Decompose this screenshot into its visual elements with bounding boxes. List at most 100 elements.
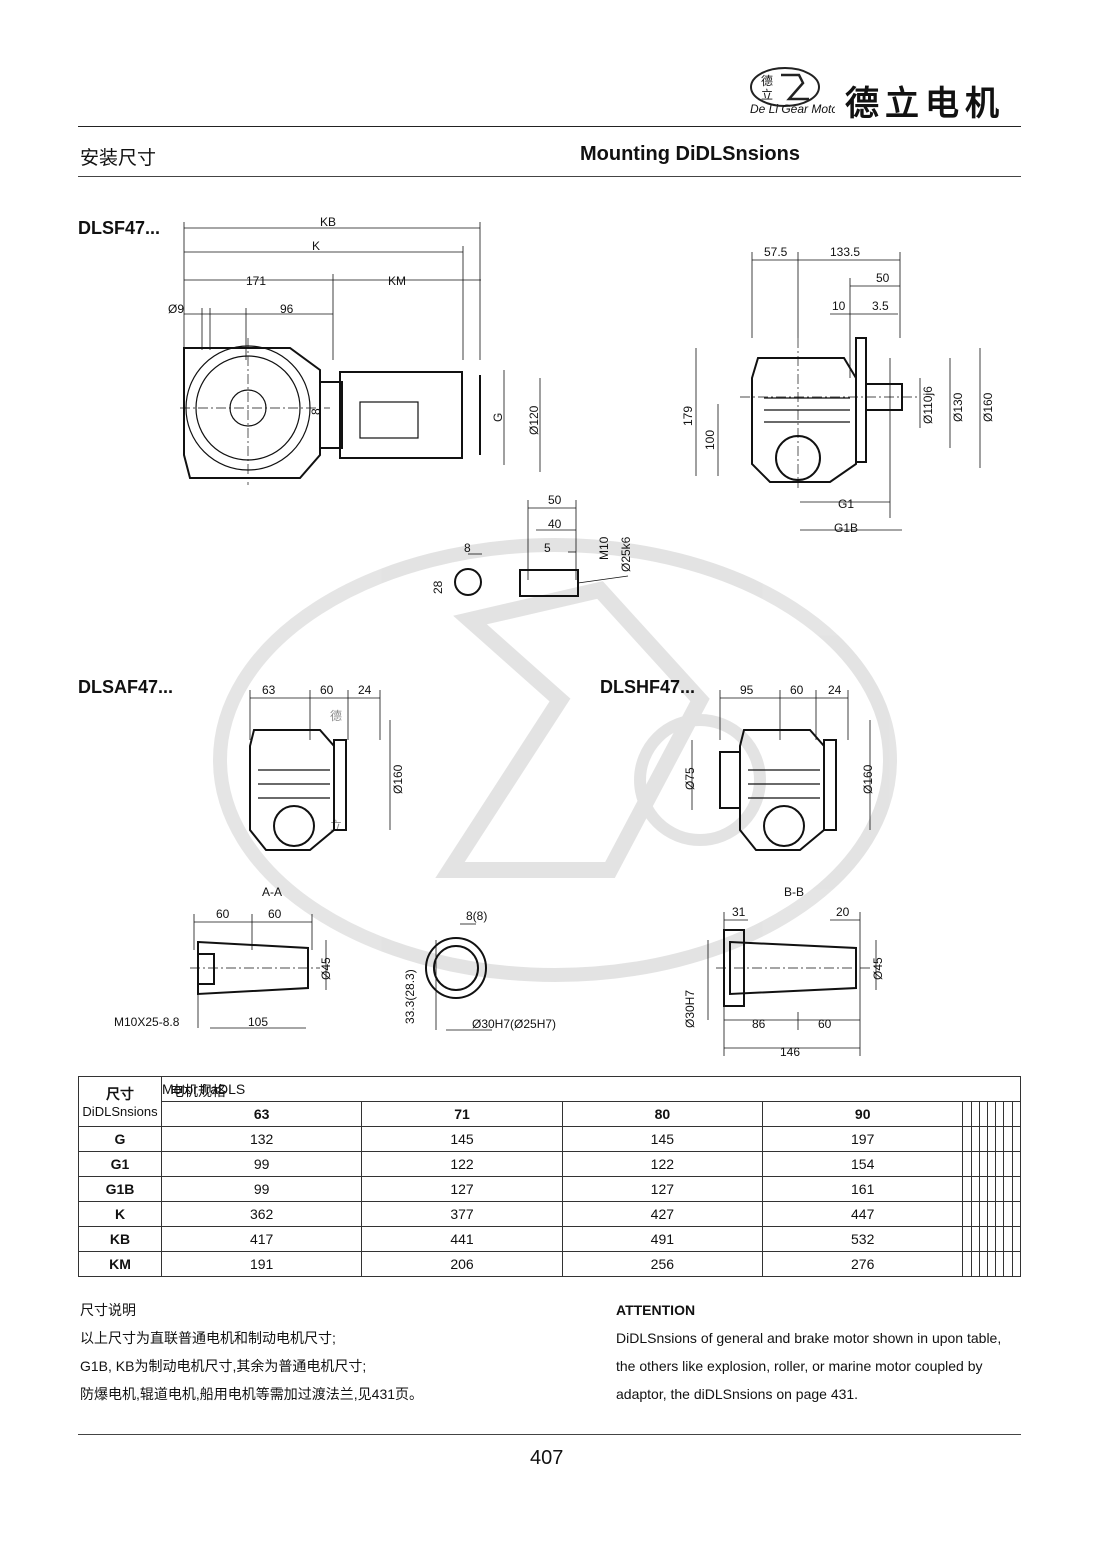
dim-phi75: Ø75	[683, 767, 697, 790]
dim-bb-phi45: Ø45	[871, 957, 885, 980]
dim-kb: KB	[320, 215, 336, 229]
svg-text:立: 立	[761, 87, 773, 102]
dim-bb-146: 146	[780, 1045, 800, 1059]
dim-aa-60a: 60	[216, 907, 230, 921]
dim-g1: G1	[838, 497, 854, 511]
dim-dlsaf-24: 24	[358, 683, 372, 697]
notes-cn-line: G1B, KB为制动电机尺寸,其余为普通电机尺寸;	[80, 1358, 367, 1374]
dim-179: 179	[681, 406, 695, 426]
col-header	[970, 1101, 980, 1127]
drawing-shaft-detail: 8 28 50 40 5 M10 Ø25k6	[431, 493, 633, 597]
section-title-cn: 安装尺寸	[80, 148, 157, 169]
dim-dlshf-24: 24	[828, 683, 842, 697]
col-header	[978, 1101, 989, 1127]
col-header	[1003, 1101, 1013, 1127]
dim-key-8: 8	[464, 541, 471, 555]
dims-dlsf: KB K 171 KM Ø9 96 8 G Ø120	[168, 215, 541, 435]
dim-bb-20: 20	[836, 905, 850, 919]
notes-en-title: ATTENTION	[616, 1302, 696, 1318]
drawing-dlsaf: 63 60 24 Ø160	[249, 683, 405, 851]
header-rule	[78, 126, 1021, 127]
label-section-bb: B-B	[784, 885, 804, 899]
dim-bb-phi30: Ø30H7	[683, 990, 697, 1028]
dim-shaft-50: 50	[548, 493, 562, 507]
dim-aa-105: 105	[248, 1015, 268, 1029]
table-corner: 尺寸 DiDLSnsions	[78, 1076, 162, 1127]
section-rule	[78, 176, 1021, 177]
dim-km: KM	[388, 274, 406, 288]
brand-name: 德立电机	[845, 84, 1005, 124]
dim-171: 171	[246, 274, 266, 288]
table-header-row: 63 71 80 90	[79, 1101, 1022, 1127]
dim-aa-60b: 60	[268, 907, 282, 921]
dim-10: 10	[832, 299, 846, 313]
drawing-dlsf-side: 57.5 133.5 50 10 3.5 179 100 Ø110j6 Ø130…	[681, 245, 995, 535]
svg-text:德: 德	[761, 73, 773, 88]
dim-dlshf-phi160: Ø160	[861, 764, 875, 794]
dim-phi160: Ø160	[981, 392, 995, 422]
col-header	[962, 1101, 972, 1127]
dim-dlsaf-phi160: Ø160	[391, 764, 405, 794]
dim-100: 100	[703, 430, 717, 450]
dim-k: K	[312, 239, 320, 253]
section-title-en: Mounting DiDLSnsions	[580, 143, 800, 165]
dim-aa-phi45: Ø45	[319, 957, 333, 980]
label-section-aa: A-A	[262, 885, 282, 899]
dim-133-5: 133.5	[830, 245, 860, 259]
drawing-dlsf-front: KB K 171 KM Ø9 96 8 G Ø120	[168, 215, 541, 485]
dim-96: 96	[280, 302, 294, 316]
table-frame-header: 电机规格 Motor fraDLS	[161, 1076, 1021, 1102]
drawing-dlshf: 95 60 24 Ø75 Ø160	[683, 683, 875, 851]
model-label-dlshf: DLSHF47...	[600, 677, 696, 697]
notes-cn: 尺寸说明 以上尺寸为直联普通电机和制动电机尺寸; G1B, KB为制动电机尺寸,…	[80, 1296, 423, 1408]
notes-en: ATTENTION DiDLSnsions of general and bra…	[616, 1296, 1001, 1408]
notes-cn-line: 防爆电机,辊道电机,船用电机等需加过渡法兰,见431页。	[80, 1386, 424, 1402]
dimensions-table: 尺寸 DiDLSnsions 电机规格 Motor fraDLS 63 71 8…	[78, 1076, 1022, 1277]
col-header	[1011, 1101, 1022, 1127]
footer-rule	[78, 1434, 1021, 1435]
dim-bb-60: 60	[818, 1017, 832, 1031]
dim-40: 40	[548, 517, 562, 531]
dim-g: G	[491, 413, 505, 422]
dim-57-5: 57.5	[764, 245, 788, 259]
drawing-section-aa: A-A 60 60 Ø45 M10X25-8.8 105	[114, 885, 333, 1029]
dim-8: 8	[309, 408, 323, 415]
dim-63: 63	[262, 683, 276, 697]
dim-phi110: Ø110j6	[921, 386, 935, 424]
dim-phi9: Ø9	[168, 302, 184, 316]
notes-en-line: adaptor, the diDLSnsions on page 431.	[616, 1386, 859, 1402]
dim-28: 28	[431, 580, 445, 594]
svg-text:德: 德	[330, 708, 342, 723]
dim-hollow-33: 33.3(28.3)	[403, 969, 417, 1024]
drawing-hollow-bore: 8(8) 33.3(28.3) Ø30H7(Ø25H7)	[403, 909, 556, 1031]
dim-phi120: Ø120	[527, 405, 541, 435]
col-header: 71	[361, 1101, 563, 1127]
notes-en-line: the others like explosion, roller, or ma…	[616, 1358, 983, 1374]
dim-g1b: G1B	[834, 521, 858, 535]
notes-en-line: DiDLSnsions of general and brake motor s…	[616, 1330, 1002, 1346]
dim-hollow-phi30: Ø30H7(Ø25H7)	[472, 1017, 556, 1031]
col-header: 80	[561, 1101, 764, 1127]
model-label-dlsf: DLSF47...	[78, 218, 161, 238]
dim-hollow-8: 8(8)	[466, 909, 487, 923]
dim-m10: M10	[597, 536, 611, 560]
dim-aa-m10: M10X25-8.8	[114, 1015, 180, 1029]
dim-3-5: 3.5	[872, 299, 889, 313]
dim-phi25: Ø25k6	[619, 536, 633, 572]
dim-dlsaf-60: 60	[320, 683, 334, 697]
col-header	[995, 1101, 1005, 1127]
svg-text:De Li Gear Motor: De Li Gear Motor	[750, 102, 835, 115]
drawing-section-bb: B-B 31 20 Ø45 Ø30H7 86 60 146	[683, 885, 885, 1059]
col-header: 90	[762, 1101, 964, 1127]
model-label-dlsaf: DLSAF47...	[78, 677, 174, 697]
dim-bb-86: 86	[752, 1017, 766, 1031]
dim-dlshf-60: 60	[790, 683, 804, 697]
dim-50: 50	[876, 271, 890, 285]
dim-95: 95	[740, 683, 754, 697]
